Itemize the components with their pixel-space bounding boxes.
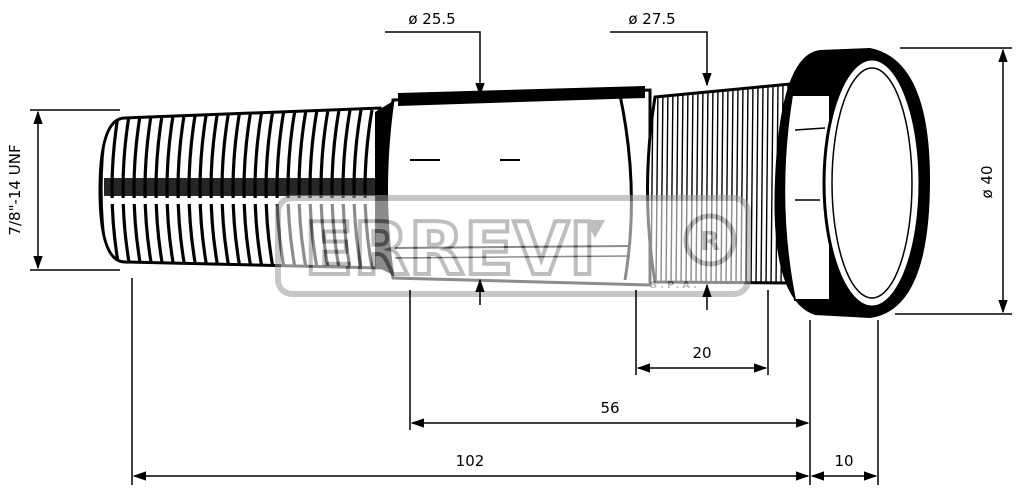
registered-icon <box>683 213 737 267</box>
stud-head <box>774 48 930 318</box>
brand-watermark: ERREVI R S.P.A. <box>275 195 751 297</box>
dimension-labels: ø 25.5 ø 27.5 7/8"-14 UNF ø 40 20 56 102… <box>6 10 996 470</box>
label-len-total: 102 <box>456 452 485 470</box>
dim-shank-leader <box>385 31 485 97</box>
dimension-lines <box>30 31 1012 485</box>
label-dia-knurl: ø 27.5 <box>628 10 675 28</box>
label-len-shank: 56 <box>600 399 619 417</box>
label-len-knurl: 20 <box>692 344 711 362</box>
dim-knurl-leader <box>610 31 712 87</box>
label-dia-head: ø 40 <box>978 165 996 198</box>
threaded-section <box>98 106 382 270</box>
watermark-suffix: S.P.A. <box>650 280 700 291</box>
watermark-brand: ERREVI <box>304 207 596 291</box>
label-thread: 7/8"-14 UNF <box>6 144 24 235</box>
svg-text:R: R <box>700 227 720 257</box>
label-len-head: 10 <box>834 452 853 470</box>
label-dia-shank: ø 25.5 <box>408 10 455 28</box>
